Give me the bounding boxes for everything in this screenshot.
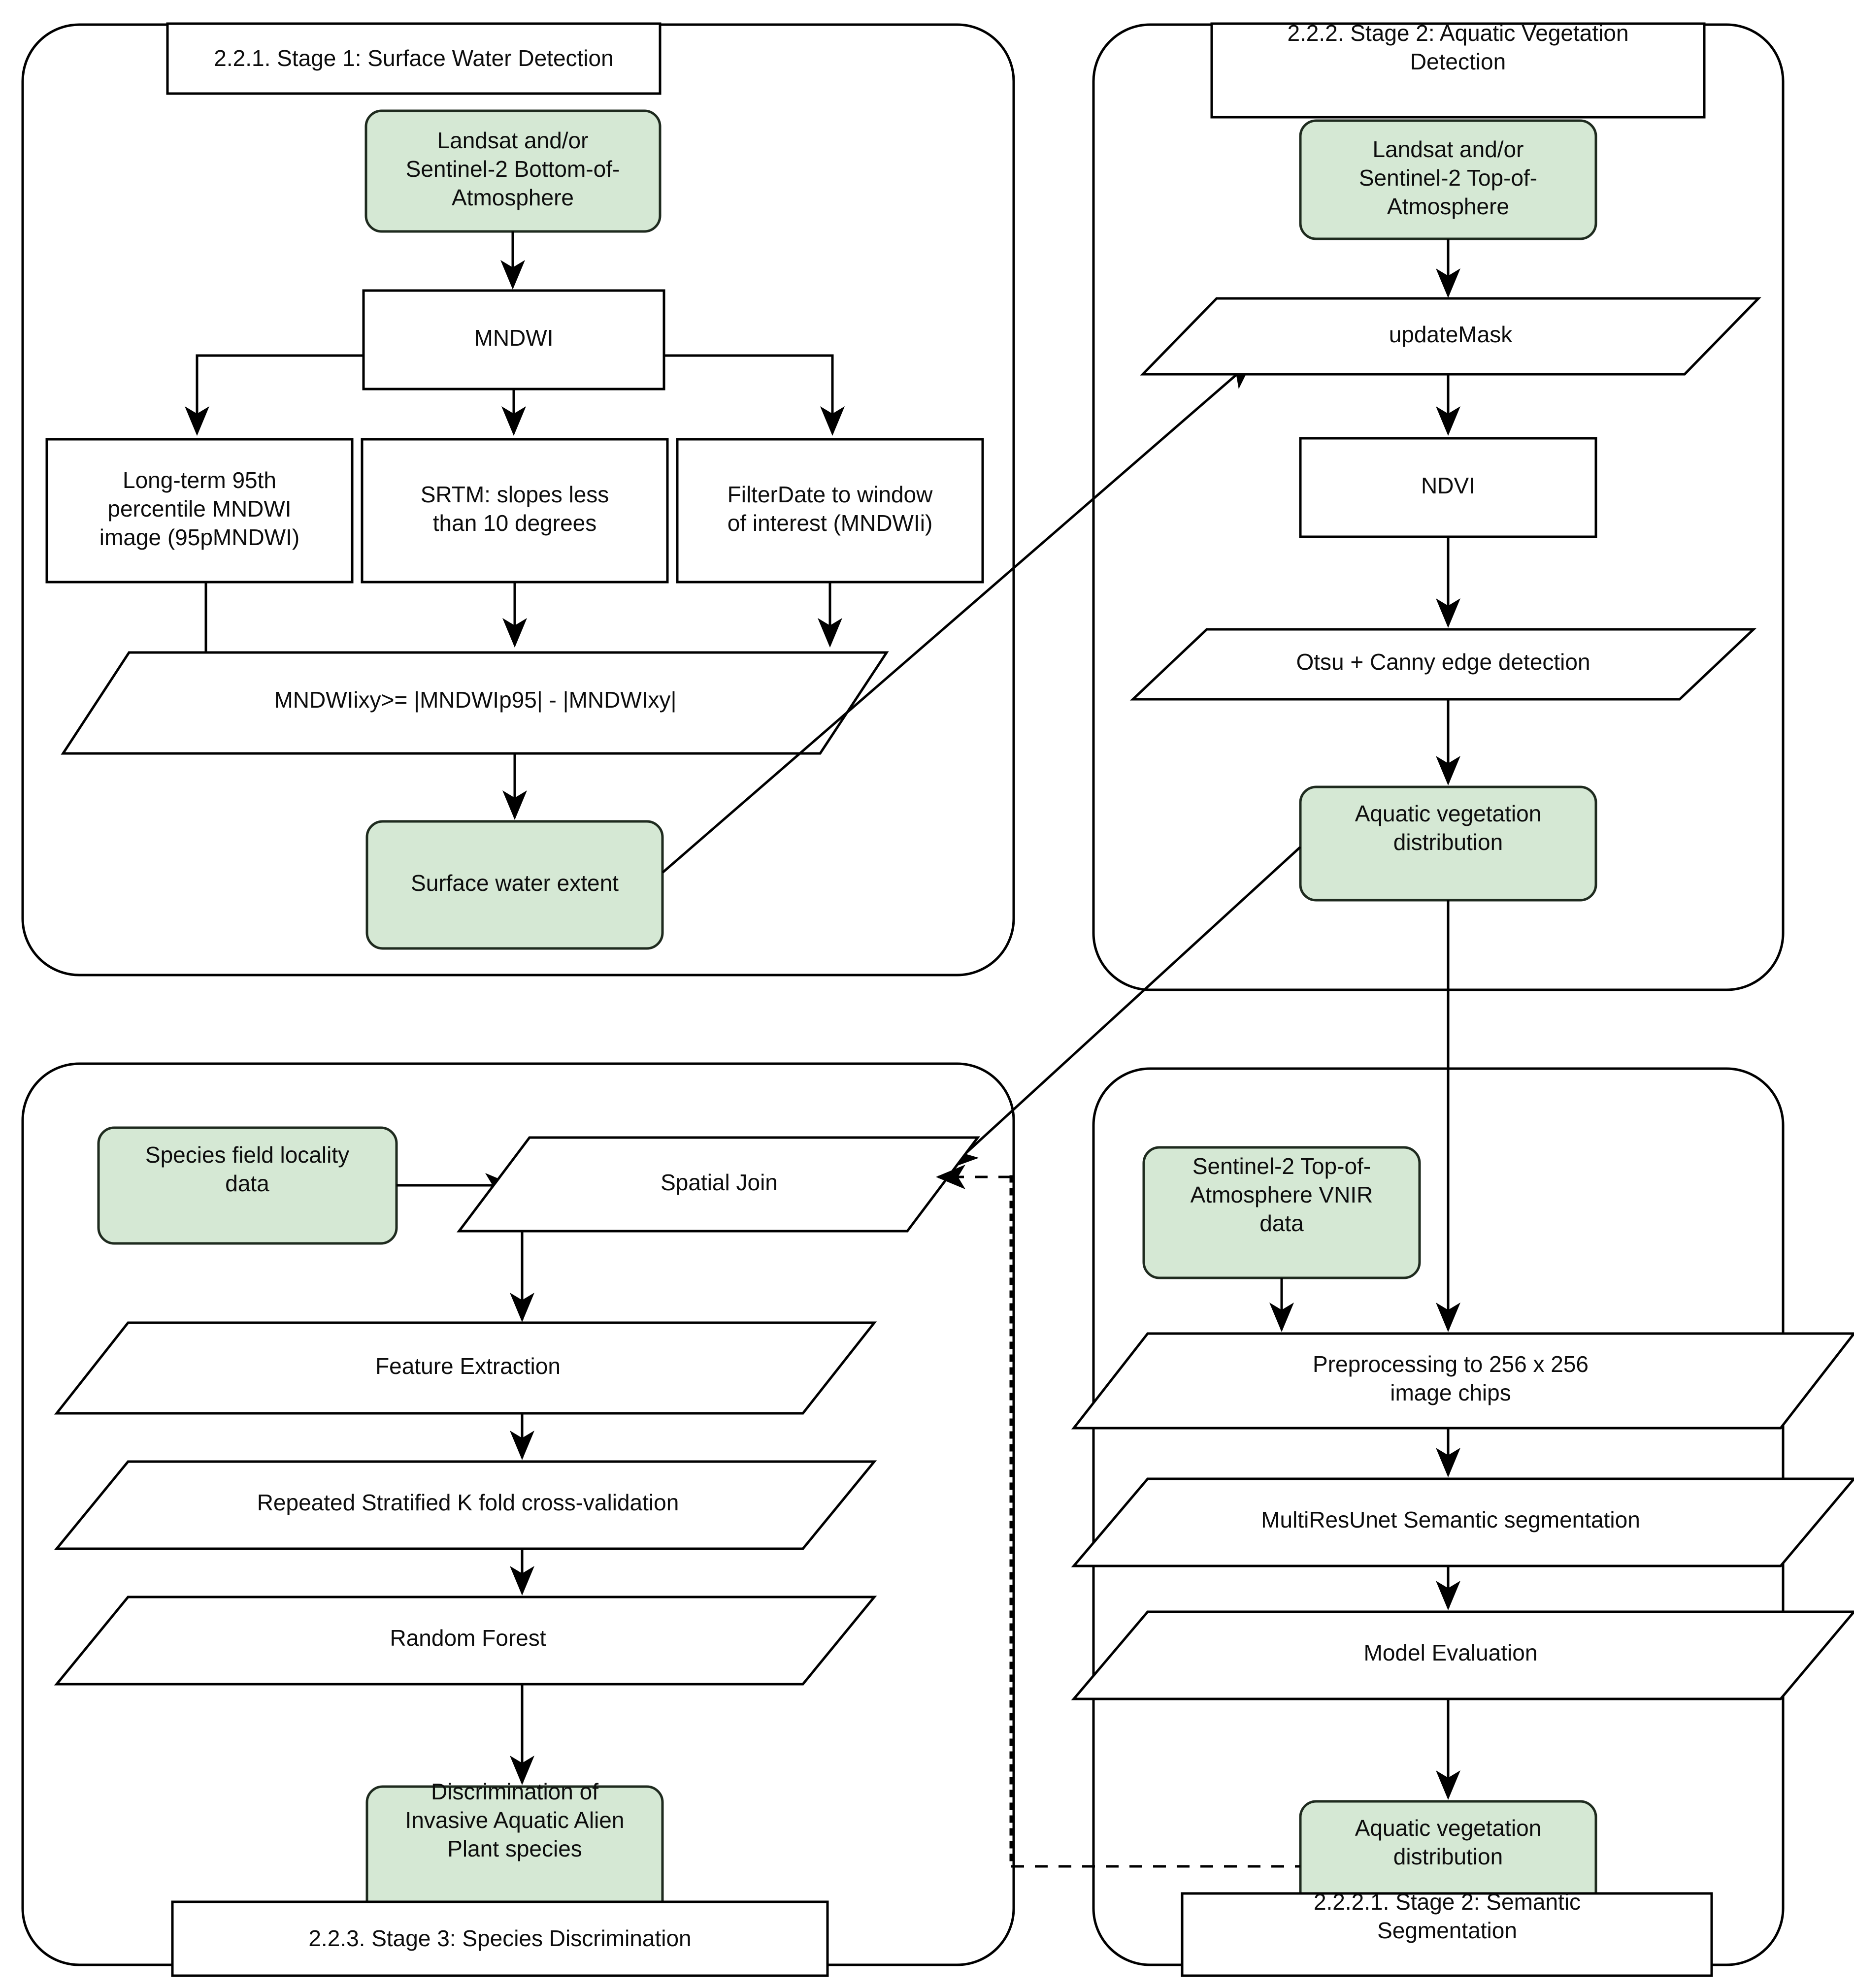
stage3-randomforest-node[interactable] bbox=[54, 1596, 877, 1686]
stage2-otsu-text: Otsu + Canny edge detection bbox=[1296, 649, 1590, 675]
stage3-features-node[interactable] bbox=[54, 1321, 877, 1415]
edge-surface-water-to-updatemask bbox=[662, 360, 1253, 874]
stage1-rule-node[interactable] bbox=[61, 651, 889, 755]
stage3-features-text: Feature Extraction bbox=[375, 1353, 561, 1379]
edge-mndwi-to-left bbox=[185, 354, 364, 436]
stage3-spatialjoin-text: Spatial Join bbox=[661, 1170, 778, 1195]
stage1-rule-text: MNDWIixy>= |MNDWIp95| - |MNDWIxy| bbox=[274, 687, 676, 713]
edge-mndwi-to-right bbox=[664, 354, 845, 436]
stage3-cv-node[interactable] bbox=[54, 1460, 877, 1550]
stage3-title-text: 2.2.3. Stage 3: Species Discrimination bbox=[308, 1925, 691, 1951]
stage1-branch-left-node[interactable] bbox=[45, 438, 354, 584]
stage1-output-text: Surface water extent bbox=[411, 870, 619, 896]
stage2-otsu-node[interactable] bbox=[1129, 628, 1757, 701]
stage1-mndwi-text: MNDWI bbox=[474, 325, 554, 351]
stage1-mndwi-node[interactable] bbox=[362, 289, 665, 391]
stage2-title-box bbox=[1210, 22, 1706, 119]
stage3-spatialjoin-node[interactable] bbox=[456, 1136, 981, 1233]
stage2sem-evaluation-node[interactable] bbox=[1071, 1610, 1854, 1700]
stage2sem-title-box bbox=[1181, 1892, 1713, 1977]
stage2-ndvi-text: NDVI bbox=[1421, 473, 1475, 498]
stage1-title-box bbox=[166, 22, 662, 95]
stage3-title-box bbox=[171, 1900, 829, 1977]
stage1-output-node[interactable] bbox=[365, 820, 664, 950]
stage3-cv-text: Repeated Stratified K fold cross-validat… bbox=[257, 1490, 679, 1515]
stage3-randomforest-text: Random Forest bbox=[390, 1625, 546, 1651]
stage2sem-preprocess-node[interactable] bbox=[1071, 1332, 1854, 1430]
stage2sem-segmentation-node[interactable] bbox=[1071, 1477, 1854, 1567]
edge-aquaticveg-to-spatialjoin bbox=[949, 846, 1301, 1169]
stage2sem-segmentation-text: MultiResUnet Semantic segmentation bbox=[1261, 1507, 1640, 1532]
stage1-title-text: 2.2.1. Stage 1: Surface Water Detection bbox=[214, 45, 613, 71]
stage2-updatemask-text: updateMask bbox=[1389, 322, 1513, 347]
stage2sem-evaluation-text: Model Evaluation bbox=[1364, 1640, 1538, 1665]
stage2-updatemask-node[interactable] bbox=[1140, 297, 1761, 376]
